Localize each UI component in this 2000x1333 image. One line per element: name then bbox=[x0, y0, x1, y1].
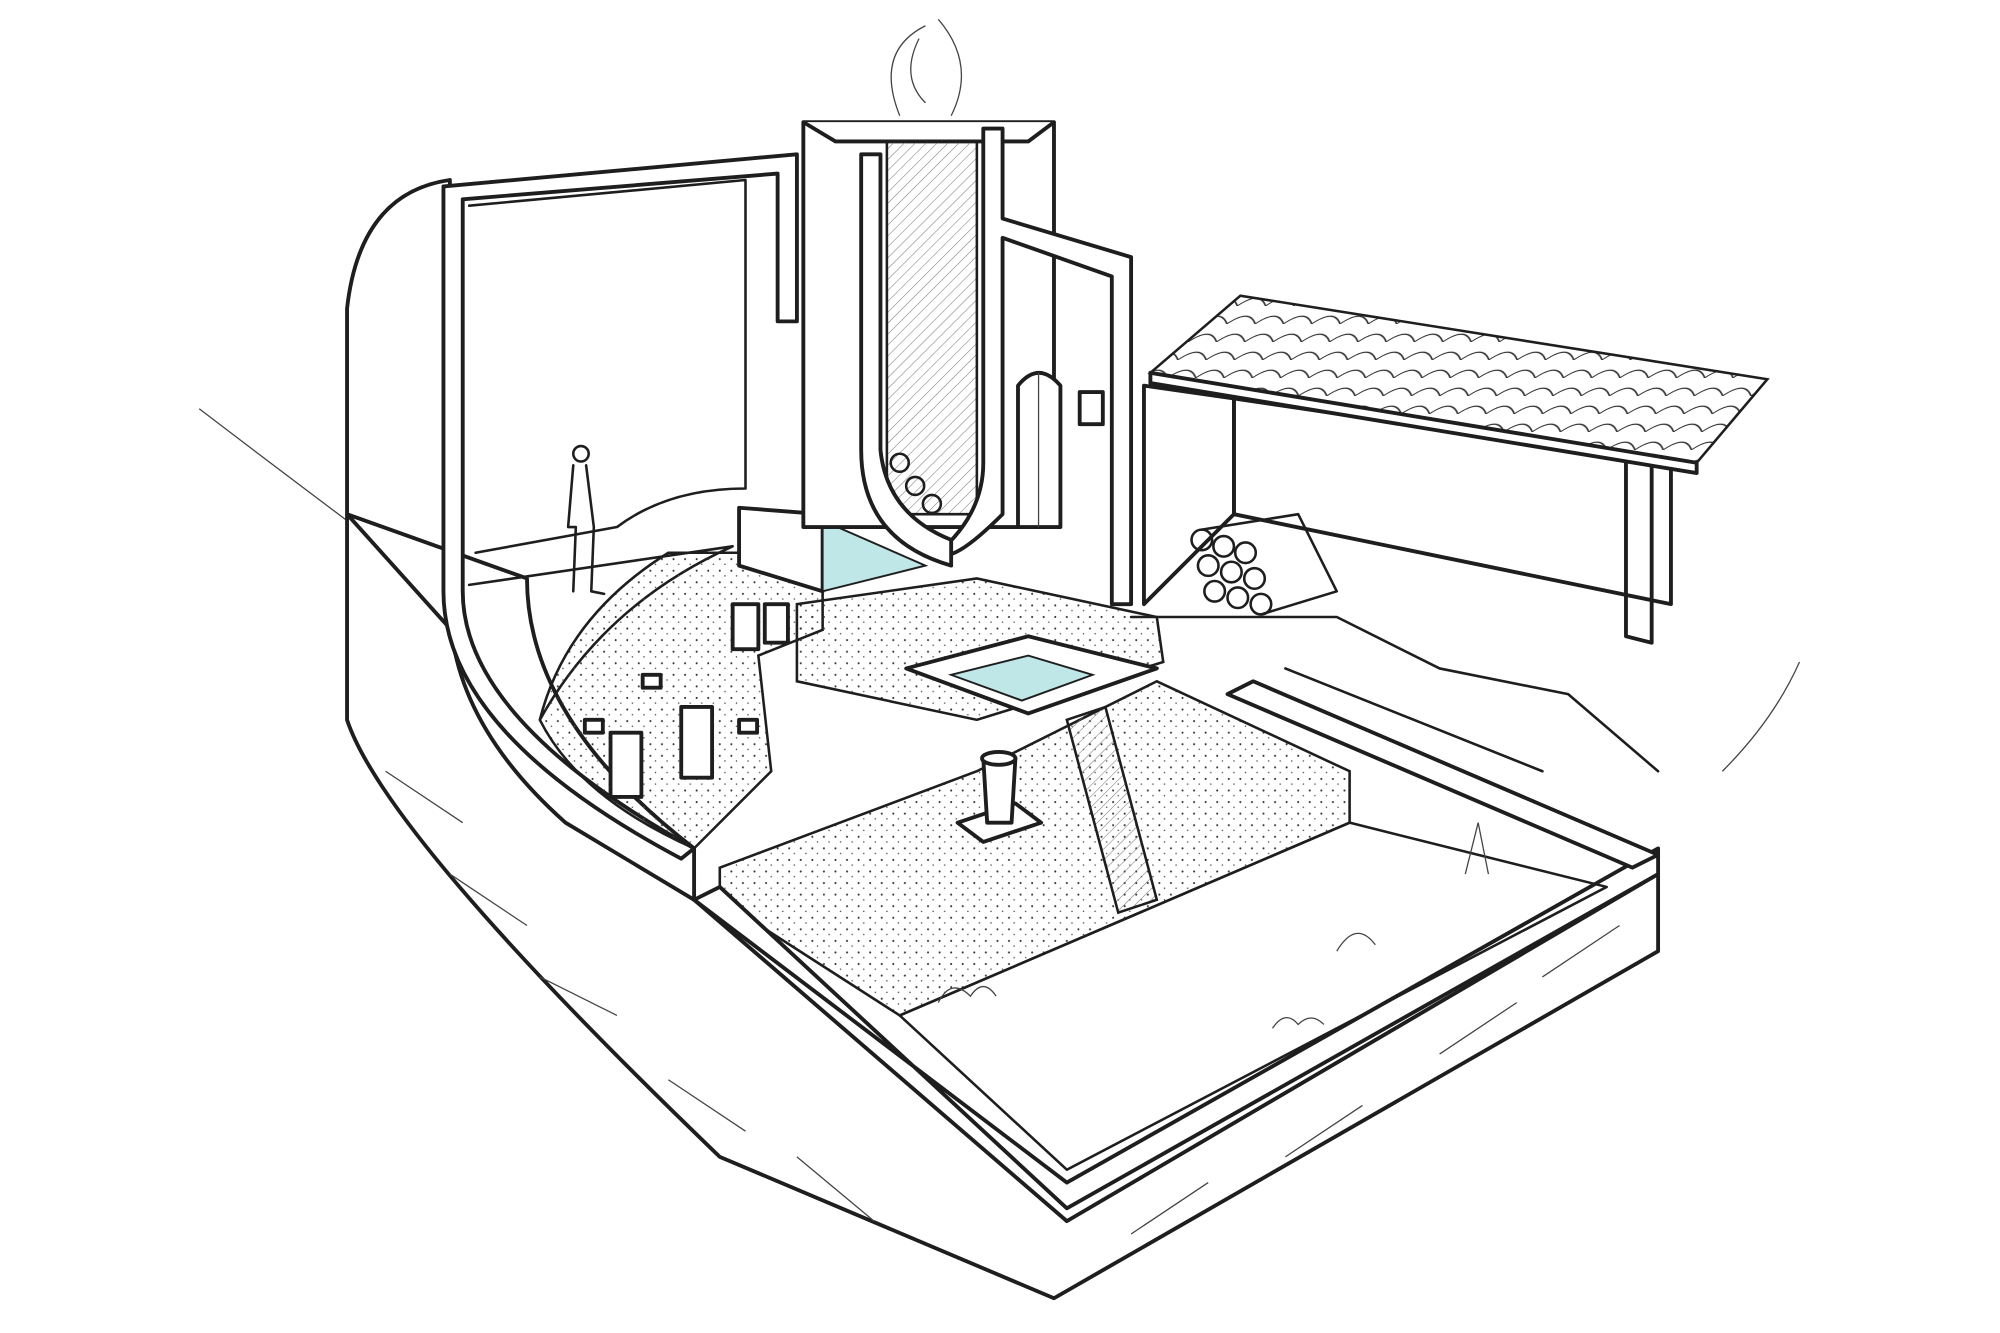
herringbone-path bbox=[1065, 705, 1159, 915]
firewood-stack bbox=[1190, 512, 1339, 616]
chimney-curve-wall bbox=[859, 152, 954, 568]
garden-wall-front bbox=[692, 846, 1661, 1211]
courtyard-floor bbox=[718, 679, 1351, 1017]
tiled-roof bbox=[1147, 294, 1770, 465]
shed bbox=[1142, 383, 1673, 645]
courtyard-steps bbox=[1129, 615, 1660, 773]
terrain-lines bbox=[198, 408, 1801, 772]
lower-pool bbox=[904, 634, 1159, 716]
left-room-back-wall bbox=[467, 178, 747, 555]
well-column bbox=[955, 750, 1044, 844]
chimney-firewood bbox=[889, 452, 943, 515]
garden-shrubs bbox=[937, 822, 1490, 1029]
upper-pool bbox=[737, 505, 929, 594]
window bbox=[1077, 390, 1105, 427]
roof-fascia bbox=[1148, 370, 1699, 475]
stone-foundation bbox=[345, 512, 1661, 1301]
arched-door bbox=[1016, 370, 1063, 529]
garden-wall-right bbox=[1225, 679, 1661, 870]
garden-area bbox=[898, 821, 1608, 1171]
human-figure bbox=[566, 444, 606, 596]
hypocaust-pillars bbox=[582, 602, 790, 799]
